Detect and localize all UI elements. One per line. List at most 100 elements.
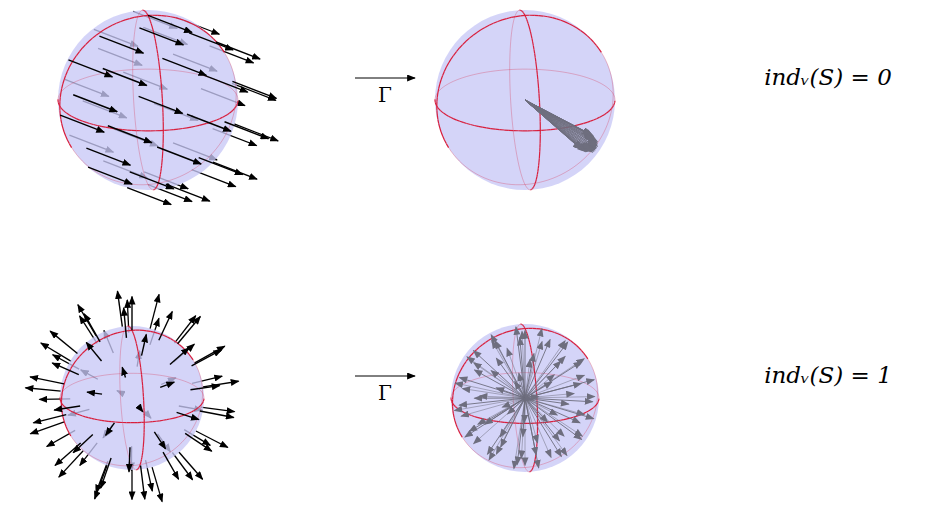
vector-arrow bbox=[73, 95, 117, 112]
great-circle bbox=[191, 126, 195, 128]
vector-arrow bbox=[521, 398, 525, 458]
great-circle bbox=[466, 382, 468, 383]
great-circle bbox=[526, 331, 528, 333]
great-circle bbox=[595, 408, 597, 412]
great-circle bbox=[515, 422, 516, 426]
great-circle bbox=[71, 436, 73, 439]
great-circle bbox=[456, 378, 457, 382]
great-circle bbox=[147, 462, 151, 463]
great-circle bbox=[528, 189, 530, 190]
great-circle bbox=[521, 459, 523, 461]
great-circle bbox=[509, 65, 510, 69]
great-circle bbox=[64, 406, 65, 407]
great-circle bbox=[141, 130, 146, 131]
great-circle bbox=[520, 171, 522, 174]
vector-arrow bbox=[25, 388, 61, 391]
great-circle bbox=[455, 388, 456, 389]
great-circle bbox=[534, 459, 536, 461]
great-circle bbox=[191, 428, 193, 431]
great-circle bbox=[459, 45, 462, 48]
great-circle bbox=[527, 188, 529, 190]
great-circle bbox=[554, 332, 557, 333]
great-circle bbox=[523, 181, 525, 183]
great-circle bbox=[133, 45, 134, 49]
great-circle bbox=[518, 130, 523, 131]
vector-arrow bbox=[514, 398, 525, 469]
great-circle bbox=[116, 181, 120, 182]
great-circle bbox=[66, 375, 67, 378]
great-circle bbox=[587, 36, 590, 39]
great-circle bbox=[451, 81, 454, 82]
great-circle bbox=[68, 430, 70, 433]
vector-arrow bbox=[96, 461, 108, 493]
great-circle bbox=[456, 48, 459, 52]
great-circle bbox=[201, 400, 202, 404]
great-circle bbox=[460, 368, 462, 371]
great-circle bbox=[569, 24, 573, 26]
great-circle bbox=[237, 96, 239, 98]
great-circle bbox=[561, 454, 564, 456]
great-circle bbox=[564, 418, 567, 420]
great-circle bbox=[489, 180, 493, 181]
great-circle bbox=[529, 471, 531, 472]
great-circle bbox=[130, 17, 135, 18]
great-circle bbox=[143, 15, 148, 17]
great-circle bbox=[451, 395, 452, 396]
great-circle bbox=[91, 418, 94, 420]
great-circle bbox=[518, 165, 520, 168]
great-circle bbox=[518, 10, 520, 11]
great-circle bbox=[127, 452, 129, 454]
great-circle bbox=[129, 326, 131, 328]
great-circle bbox=[160, 130, 165, 131]
great-circle bbox=[148, 184, 153, 185]
vector-arrow bbox=[148, 15, 192, 32]
great-circle bbox=[141, 378, 143, 382]
great-circle bbox=[176, 445, 179, 447]
great-circle bbox=[536, 66, 538, 70]
great-circle bbox=[574, 444, 577, 447]
great-circle bbox=[614, 97, 615, 99]
vector-arrow bbox=[124, 308, 127, 338]
great-circle bbox=[161, 162, 163, 165]
great-circle bbox=[121, 343, 122, 346]
great-circle bbox=[136, 469, 138, 470]
great-circle bbox=[135, 341, 137, 343]
great-circle bbox=[73, 412, 75, 413]
great-circle bbox=[88, 417, 91, 419]
great-circle bbox=[485, 25, 489, 27]
great-circle bbox=[58, 98, 59, 100]
great-circle bbox=[196, 26, 200, 28]
great-circle bbox=[548, 16, 552, 18]
great-circle bbox=[156, 49, 158, 53]
great-circle bbox=[594, 119, 597, 120]
vector-arrow bbox=[130, 172, 174, 189]
great-circle bbox=[200, 390, 201, 391]
great-circle bbox=[597, 389, 598, 393]
great-circle bbox=[75, 442, 77, 445]
vector-arrow bbox=[131, 297, 132, 331]
great-circle bbox=[64, 132, 66, 136]
vector-arrow bbox=[525, 398, 526, 465]
great-circle bbox=[119, 381, 120, 385]
great-circle bbox=[561, 335, 564, 337]
great-circle bbox=[579, 380, 582, 382]
great-circle bbox=[564, 337, 567, 339]
great-circle bbox=[108, 25, 112, 27]
great-circle bbox=[537, 169, 539, 172]
great-circle bbox=[457, 120, 460, 121]
great-circle bbox=[530, 32, 532, 35]
great-circle bbox=[173, 70, 177, 71]
great-circle bbox=[526, 187, 528, 188]
great-circle bbox=[75, 359, 77, 362]
great-circle bbox=[173, 447, 176, 449]
great-circle bbox=[135, 23, 136, 26]
index-formula: indᵥ(S) = 1 bbox=[764, 363, 892, 388]
great-circle bbox=[436, 97, 438, 101]
great-circle bbox=[435, 94, 437, 96]
great-circle bbox=[237, 102, 239, 104]
great-circle bbox=[175, 177, 179, 179]
great-circle bbox=[517, 467, 521, 468]
great-circle bbox=[141, 457, 143, 459]
great-circle bbox=[530, 470, 532, 472]
great-circle bbox=[173, 417, 176, 419]
